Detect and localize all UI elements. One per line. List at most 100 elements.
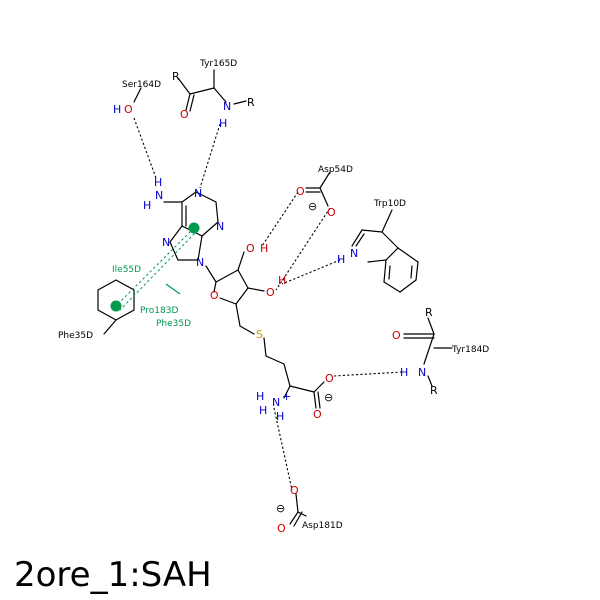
bond [239,325,255,335]
atom-charge-plus: + [282,390,291,403]
bond [410,265,413,279]
bond [293,511,303,527]
bond [383,259,387,283]
bond [289,385,315,393]
bond [97,279,135,321]
bond [423,333,435,365]
atom-nitrogen: N [216,220,224,233]
bond [213,87,227,103]
pi-stacking-line [115,227,195,307]
bond [427,317,435,335]
residue-labels: Ser164D Tyr165D Asp54D Trp10D Ile55D Pro… [58,59,489,531]
hydrogen-bond [199,123,221,189]
atom-r: R [430,384,438,397]
bond [265,355,285,365]
bond [237,269,249,289]
bond [319,187,329,207]
atom-hydrogen: H [219,117,227,130]
atom-hydrogen: H [337,253,345,266]
bond [385,247,399,261]
atom-charge-minus: ⊖ [276,502,285,515]
hydrogen-bond [281,259,341,285]
hydrogen-bonds [133,117,403,491]
bond [351,229,363,247]
bond [233,100,247,105]
atom-oxygen: O [296,185,305,198]
bond [169,241,179,261]
bond [361,229,383,233]
bond [195,191,217,203]
bond [215,201,219,223]
bond [355,233,365,247]
atom-oxygen: O [210,289,219,302]
residue-label-asp54: Asp54D [318,165,353,175]
bond [177,77,191,95]
atom-hydrogen: H [260,242,268,255]
bond [213,281,217,293]
bond [313,381,325,393]
bond [189,87,215,95]
residue-label-asp181: Asp181D [302,521,343,531]
bond [235,303,241,327]
atom-oxygen: O [327,206,336,219]
bond [169,225,183,243]
bond [415,261,419,281]
pi-contacts [110,222,200,312]
bond [103,319,117,335]
atom-nitrogen: N [196,256,204,269]
bond [295,493,299,513]
atom-hydrogen: H [256,390,264,403]
bond [381,209,393,233]
residue-label-trp10: Trp10D [373,199,406,209]
bond [185,93,191,111]
bond [219,297,237,305]
atom-oxygen: O [180,108,189,121]
bond [247,287,265,292]
atom-oxygen: O [392,329,401,342]
hydrophobic-mark [165,283,181,295]
residue-label-ile55: Ile55D [112,265,141,275]
bond [181,191,197,203]
atom-nitrogen: N [272,396,280,409]
bond [388,265,391,280]
atom-oxygen: O [325,372,334,385]
bond [319,171,331,189]
atom-nitrogen: N [155,189,163,202]
atom-r: R [172,70,180,83]
atom-hydrogen: H [400,366,408,379]
atom-nitrogen: N [223,100,231,113]
residue-label-tyr165: Tyr165D [199,59,237,69]
hydrogen-bond [333,371,403,377]
atom-hydrogen: H [278,274,286,287]
atom-oxygen: O [124,103,133,116]
residue-label-tyr184: Tyr184D [451,345,489,355]
residue-label-pro183: Pro183D [140,306,178,316]
atom-labels: R O N H R H O H N H N N N N O O H O H S … [113,70,438,535]
residue-label-phe35-contact: Phe35D [156,319,191,329]
bond [283,363,291,387]
atom-nitrogen: N [194,187,202,200]
atom-hydrogen: H [113,103,121,116]
hydrogen-bond [133,117,157,179]
atom-oxygen: O [246,242,255,255]
bond [263,337,267,357]
bond [133,87,142,103]
atom-oxygen: O [313,408,322,421]
atom-hydrogen: H [143,199,151,212]
bond [197,235,203,261]
atom-oxygen: O [290,484,299,497]
hydrogen-bond [261,191,299,247]
bond [205,265,217,283]
bond [427,375,433,387]
bond [235,287,249,305]
atom-r: R [247,96,255,109]
bond [189,94,195,112]
bond [201,221,219,237]
hydrogen-bond [275,207,331,291]
bond [313,391,317,409]
atom-hydrogen: H [259,404,267,417]
bonds [97,69,453,527]
atom-hydrogen: H [154,176,162,189]
diagram-caption: 2ore_1:SAH [14,555,212,595]
